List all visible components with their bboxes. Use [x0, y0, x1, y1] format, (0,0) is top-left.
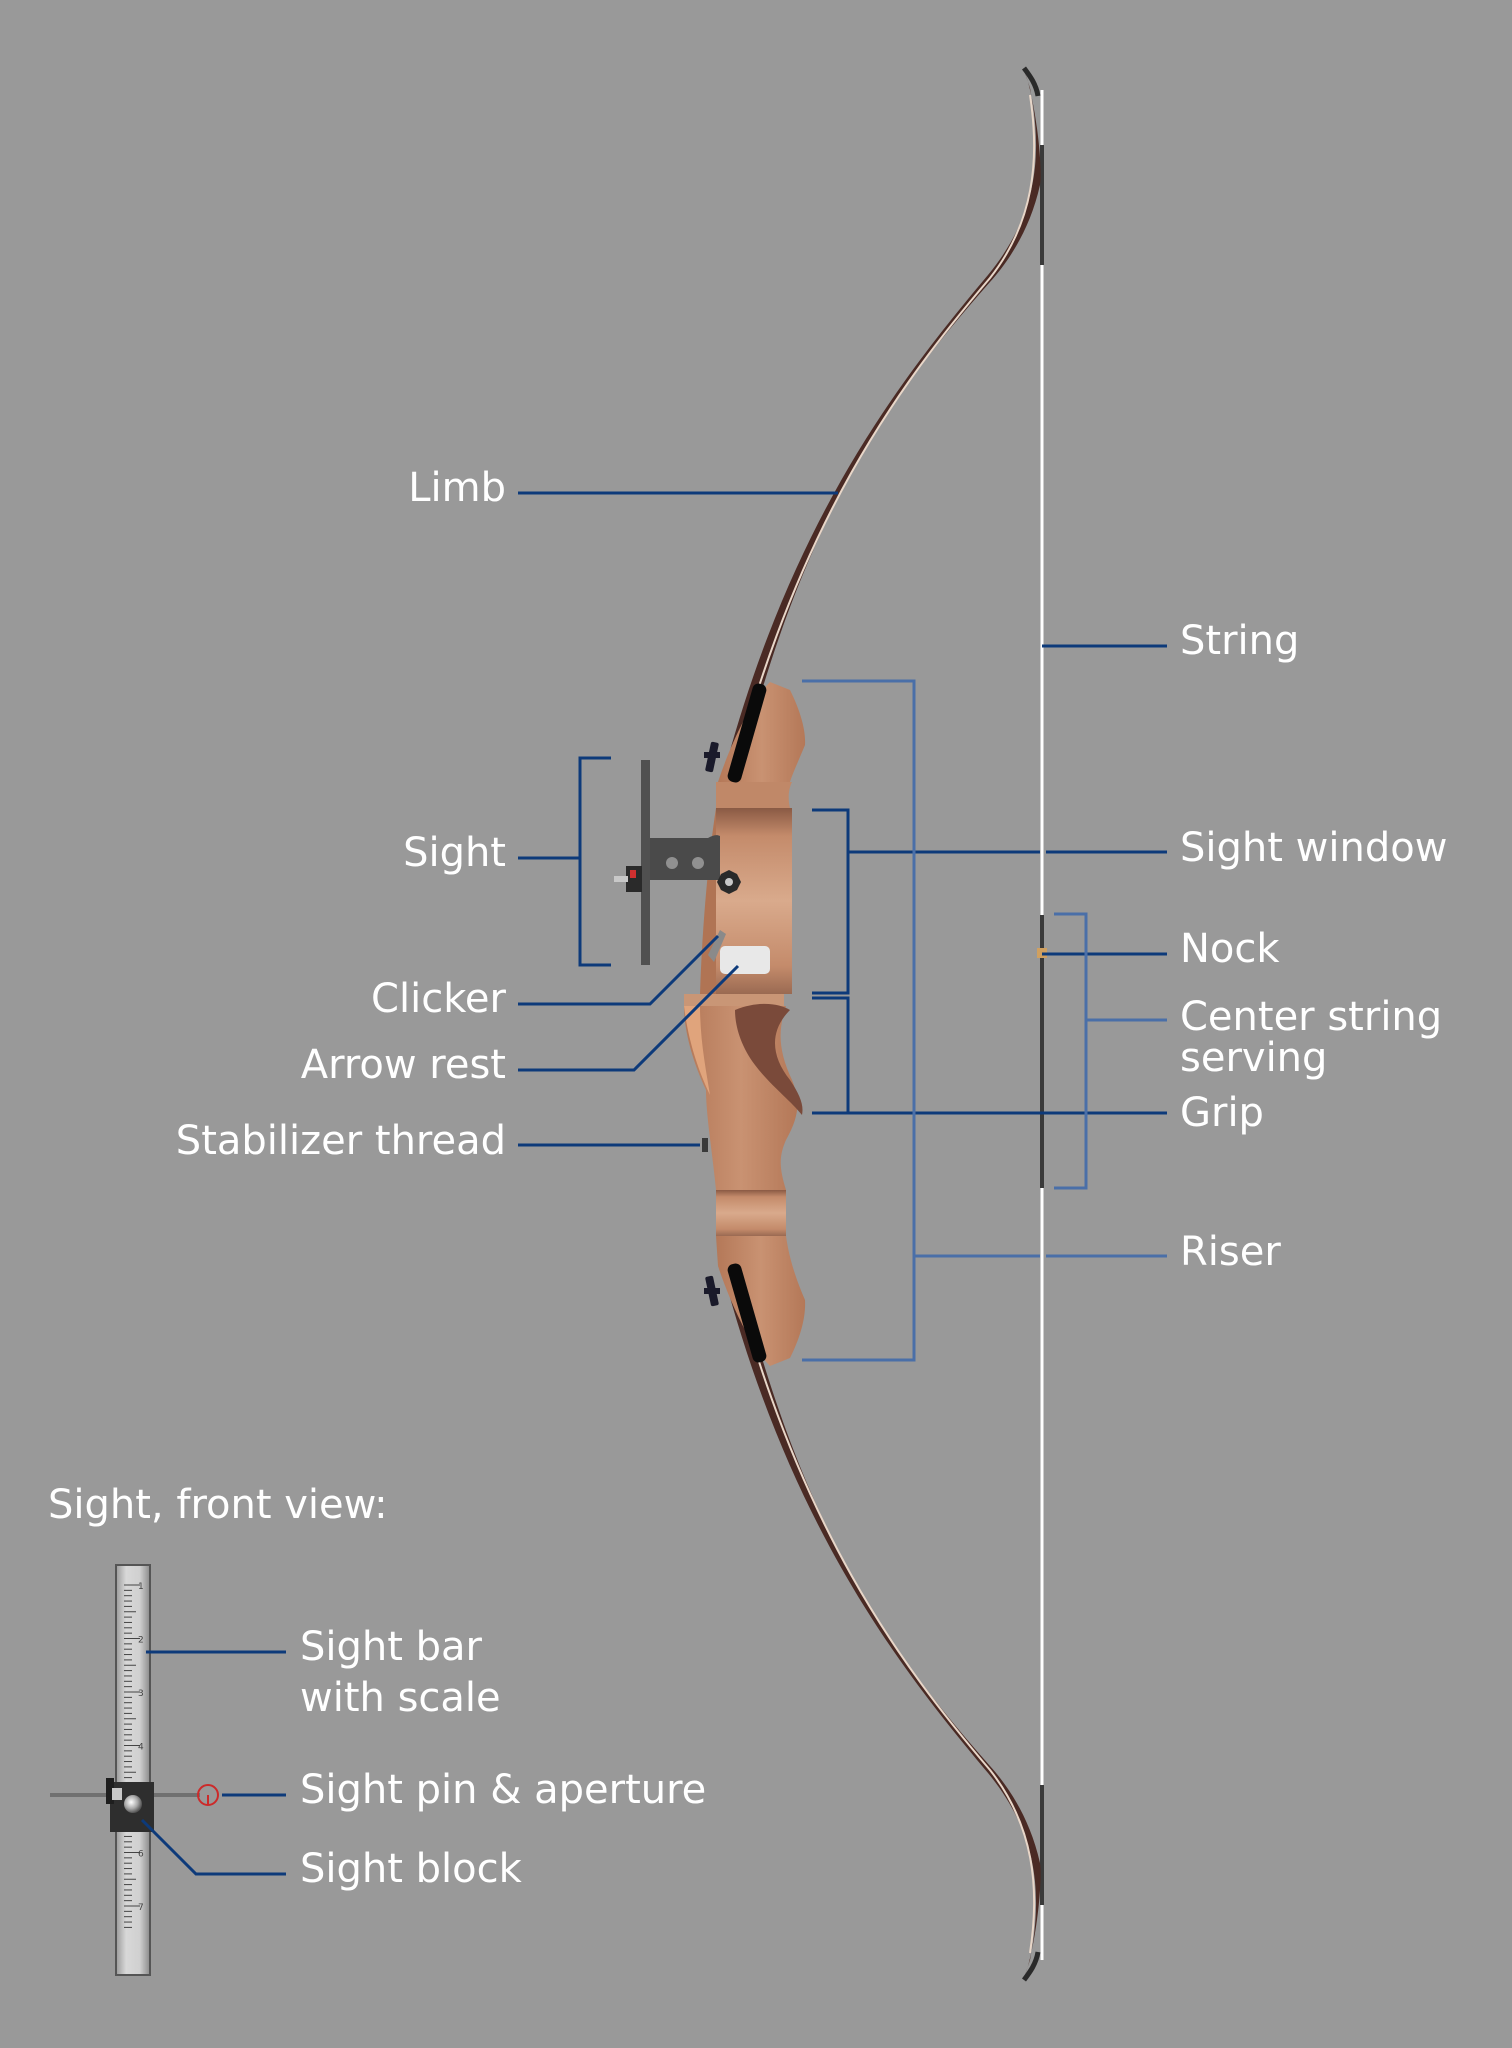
label-center-serving-2: serving [1180, 1035, 1327, 1081]
sight-bar [115, 1564, 151, 1976]
label-riser: Riser [1180, 1229, 1281, 1275]
sight-side [614, 760, 770, 974]
label-arrow-rest: Arrow rest [301, 1042, 506, 1088]
label-limb: Limb [408, 465, 506, 511]
label-nock: Nock [1180, 926, 1280, 972]
label-clicker: Clicker [371, 976, 506, 1022]
scale-number: 7 [138, 1903, 144, 1913]
scale-number: 2 [138, 1636, 144, 1646]
leader-lines [518, 491, 1167, 1362]
label-sight-pin-aperture: Sight pin & aperture [300, 1767, 706, 1813]
arrow-rest-plate [720, 946, 770, 974]
riser-body [684, 682, 806, 1366]
label-stabilizer-thread: Stabilizer thread [176, 1118, 506, 1164]
scale-number: 1 [138, 1582, 144, 1592]
sight-front-view-inset: Sight, front view: 1234567 Sight bar wit… [48, 1482, 706, 1976]
label-string: String [1180, 618, 1299, 664]
scale-number: 3 [138, 1689, 144, 1699]
upper-limb [722, 66, 1041, 787]
label-grip: Grip [1180, 1090, 1264, 1136]
label-sight-block: Sight block [300, 1846, 523, 1892]
scale-number: 6 [138, 1850, 144, 1860]
sight-block-knob-icon [124, 1795, 142, 1813]
label-sight-bar-1: Sight bar [300, 1624, 483, 1670]
bow-string [1037, 90, 1047, 1960]
label-sight-window: Sight window [1180, 825, 1447, 871]
scale-number: 4 [138, 1743, 144, 1753]
label-sight-bar-2: with scale [300, 1675, 501, 1721]
label-center-serving-1: Center string [1180, 994, 1442, 1040]
label-sight: Sight [403, 830, 506, 876]
inset-title: Sight, front view: [48, 1482, 388, 1528]
lower-limb [722, 1261, 1041, 1982]
stabilizer-thread-insert [702, 1138, 708, 1152]
